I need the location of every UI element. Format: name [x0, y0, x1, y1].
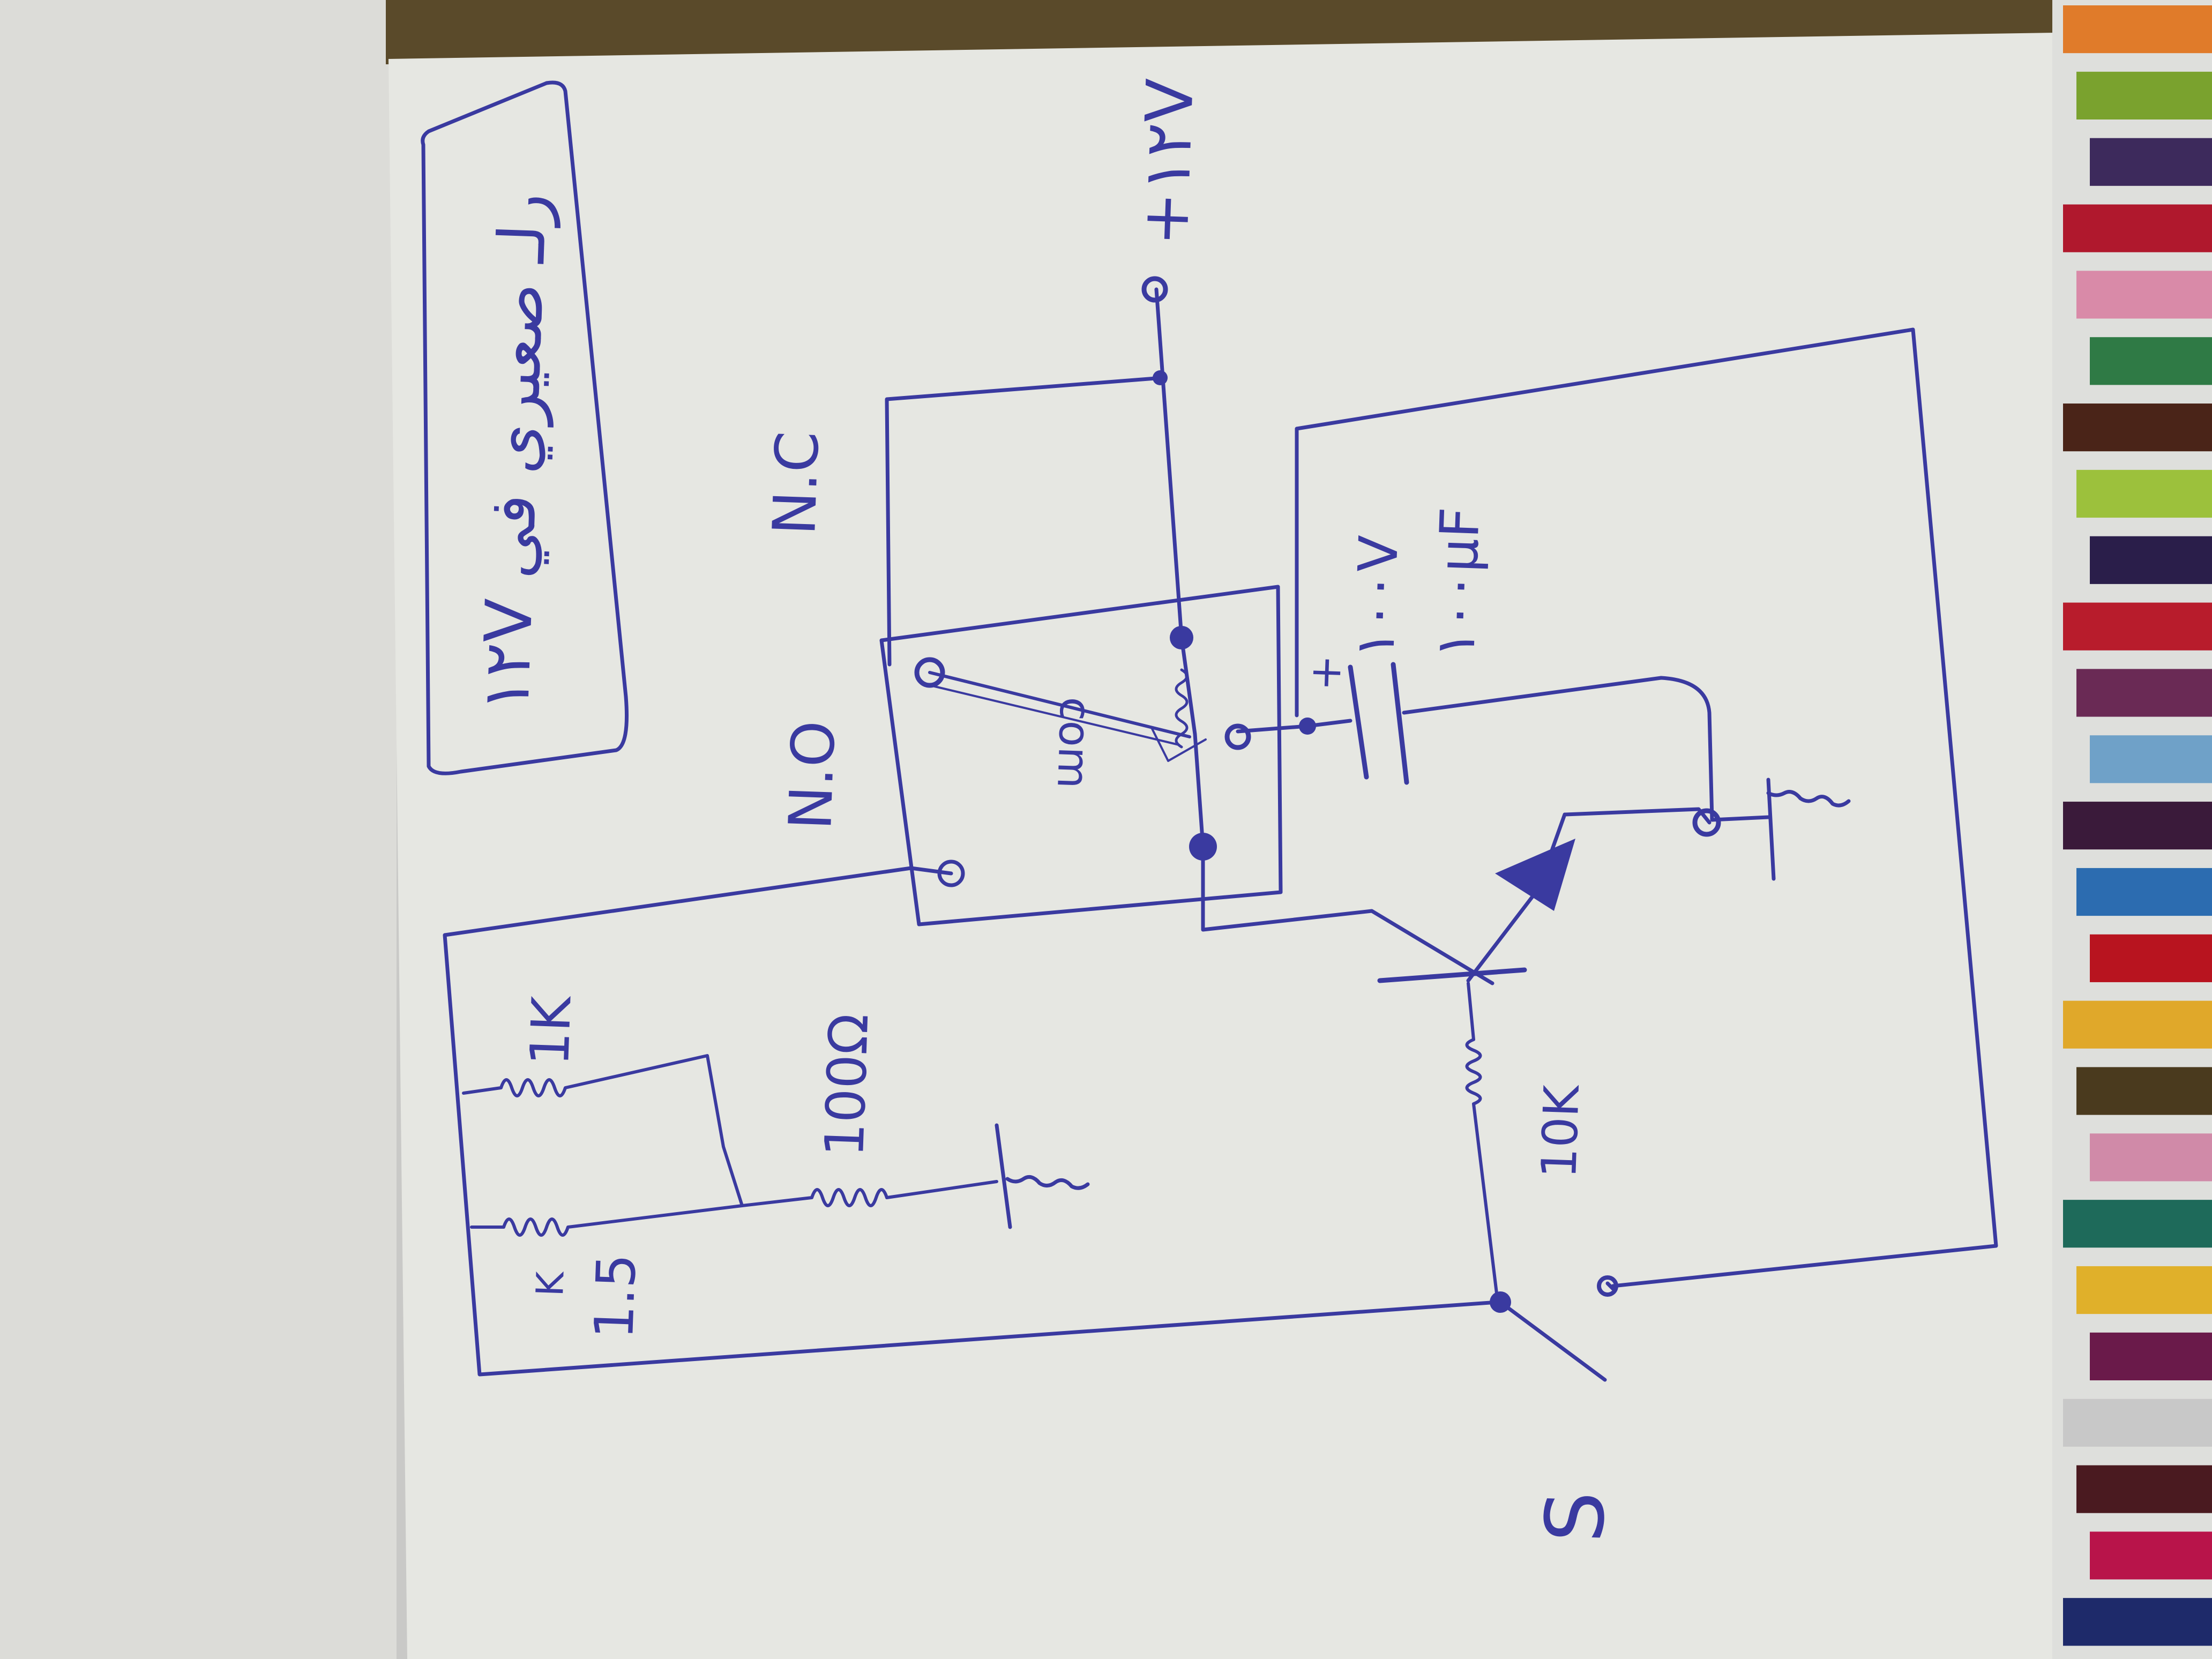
resistor-100	[741, 1180, 998, 1207]
no-label: N.O	[776, 720, 848, 831]
cap-value-label: ١٠٠μF	[1424, 506, 1492, 660]
color-strip-block	[2063, 802, 2212, 850]
color-strip-block	[2076, 71, 2212, 120]
title-box-outline	[421, 80, 629, 775]
capacitor-plate-2	[1391, 662, 1409, 785]
left-ground	[995, 1123, 1090, 1229]
switch-blade	[1498, 1300, 1607, 1382]
transistor-arrow	[1495, 839, 1575, 911]
color-strip-block	[2090, 1332, 2212, 1380]
r-1-5k-value-label: 1.5	[582, 1253, 648, 1340]
color-strip-block	[2076, 469, 2212, 518]
no-terminal	[937, 860, 965, 887]
r-1k-label: 1K	[518, 994, 584, 1067]
resistor-1-5k	[470, 1204, 744, 1237]
title-text: ١٢V رلـ صعيري في	[469, 192, 562, 713]
color-strip-block	[2063, 204, 2212, 252]
color-strip-block	[2090, 934, 2212, 982]
coil-top-node	[1170, 626, 1193, 649]
left-network-loop	[443, 866, 1500, 1377]
cap-voltage-label: ١٠٠V	[1343, 534, 1410, 659]
outer-right-loop	[1295, 327, 1998, 1288]
transistor-base-bar	[1377, 967, 1527, 983]
resistor-1k	[462, 1054, 744, 1207]
color-strip-block	[2063, 5, 2212, 54]
r-100-label: 100Ω	[813, 1013, 880, 1158]
color-strip-block	[2063, 403, 2212, 452]
left-paper	[0, 0, 397, 1659]
color-strip-block	[2076, 1465, 2212, 1513]
nc-terminal	[914, 657, 945, 688]
color-strip-block	[2090, 138, 2212, 186]
color-strip-block	[2063, 1200, 2212, 1248]
main-paper	[388, 32, 2090, 1659]
color-strip-block	[2076, 868, 2212, 916]
color-strip-block	[2076, 1067, 2212, 1115]
color-strip-block	[2090, 337, 2212, 385]
node-top	[1153, 370, 1168, 385]
emitter-node	[1692, 808, 1721, 837]
color-strip	[2063, 5, 2212, 1646]
armature-lines	[931, 685, 1207, 762]
circuit-nodes	[914, 276, 1721, 1313]
color-strip-block	[2063, 1000, 2212, 1049]
collector-wire	[1201, 845, 1494, 985]
color-strip-block	[2076, 1266, 2212, 1314]
color-strip-block	[2090, 536, 2212, 584]
nc-label: N.C	[760, 430, 832, 536]
base-resistor	[1465, 982, 1499, 1304]
nc-contact-line	[928, 671, 1191, 738]
relay-body	[879, 585, 1283, 926]
switch-free-node	[1597, 1275, 1618, 1297]
switch-label: S	[1528, 1490, 1623, 1544]
color-strip-block	[2063, 1399, 2212, 1447]
supply-terminal	[1141, 276, 1168, 303]
color-strip-block	[2063, 602, 2212, 651]
switch-lower-wire	[1605, 1281, 1615, 1291]
emitter-ground	[1710, 778, 1851, 881]
relay-upper-loop	[885, 376, 1165, 667]
r-10k-label: 10K	[1531, 1083, 1590, 1179]
com-node	[1224, 723, 1251, 750]
cap-plus-label: +	[1300, 654, 1351, 691]
com-label: com	[1048, 696, 1101, 789]
circuit-labels: ١٢V رلـ صعيري في +١٢V N.C N.O com + ١٠٠V…	[469, 78, 1623, 1544]
color-strip-block	[2090, 1531, 2212, 1580]
relay-coil	[1175, 668, 1189, 749]
color-strip-block	[2090, 735, 2212, 783]
supply-label: +١٢V	[1128, 78, 1208, 247]
color-strip-block	[2076, 669, 2212, 717]
cap-plus-node	[1299, 718, 1316, 735]
capacitor-plate-1	[1348, 664, 1369, 780]
color-strip-block	[2076, 271, 2212, 319]
r-1-5k-unit-label: K	[528, 1270, 573, 1297]
color-strip-block	[2090, 1133, 2212, 1182]
color-strip-block	[2063, 1598, 2212, 1646]
coil-bottom-node	[1189, 833, 1217, 861]
switch-node	[1490, 1291, 1511, 1313]
